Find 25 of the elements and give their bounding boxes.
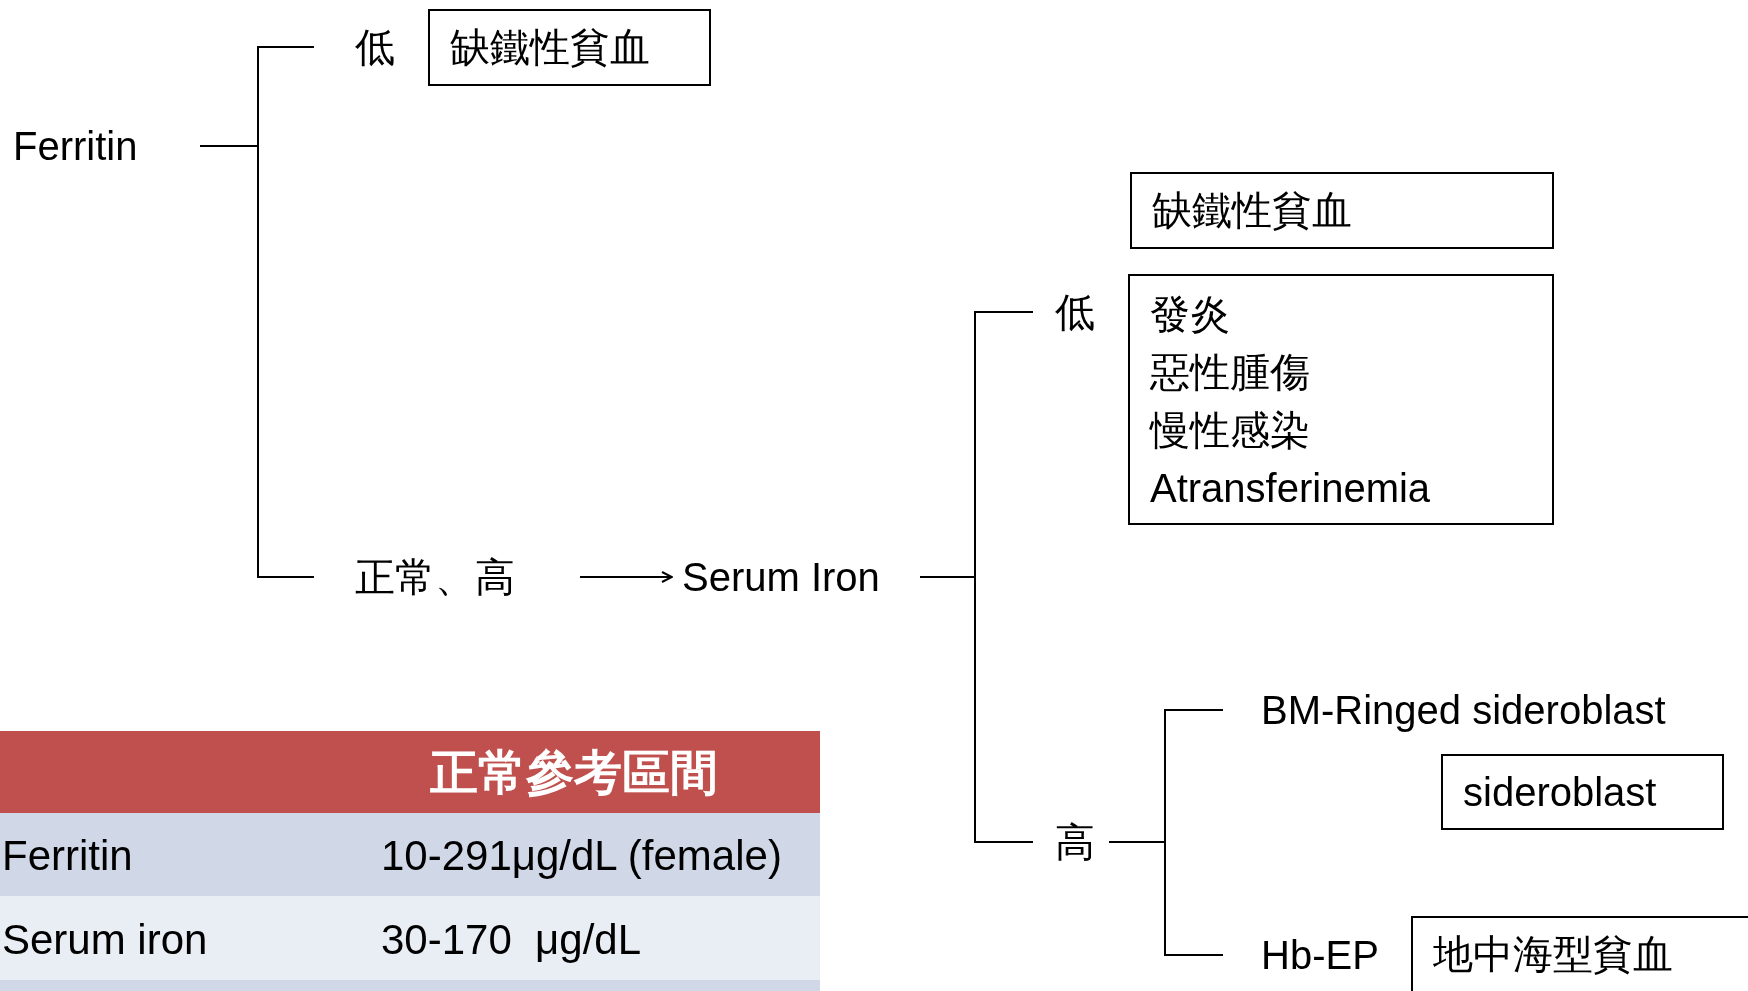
- list-item: 慢性感染: [1150, 407, 1311, 454]
- bracket-line: [199, 145, 315, 578]
- result-box: 地中海型貧血: [1411, 916, 1748, 991]
- branch-label: Ferritin: [13, 121, 200, 171]
- branch-label: 低: [1033, 285, 1103, 339]
- branch-label: 低: [314, 20, 397, 74]
- branch-label: 高: [1033, 815, 1109, 869]
- list-item: Atransferinemia: [1150, 465, 1432, 512]
- branch-label: BM-Ringed sideroblast: [1223, 683, 1738, 737]
- result-box: 缺鐵性貧血: [1130, 172, 1554, 249]
- header-cell-text: 正常參考區間: [430, 743, 718, 802]
- list-item: 發炎: [1150, 291, 1231, 338]
- result-box: 缺鐵性貧血: [428, 9, 711, 86]
- result-box: sideroblast: [1441, 754, 1724, 830]
- branch-label: Hb-EP: [1223, 928, 1393, 982]
- bracket-line: [919, 576, 1034, 843]
- branch-label: 正常、高: [314, 550, 580, 604]
- cell-text: Serum iron: [2, 915, 208, 965]
- cell-text: 10-291μg/dL (female): [381, 831, 782, 881]
- cell-text: Ferritin: [2, 831, 133, 881]
- result-box: [1128, 274, 1554, 525]
- list-item: 惡性腫傷: [1150, 349, 1311, 396]
- arrow: [579, 571, 673, 583]
- cell-text: 30-170 μg/dL: [381, 915, 642, 965]
- branch-label: Serum Iron: [672, 550, 920, 604]
